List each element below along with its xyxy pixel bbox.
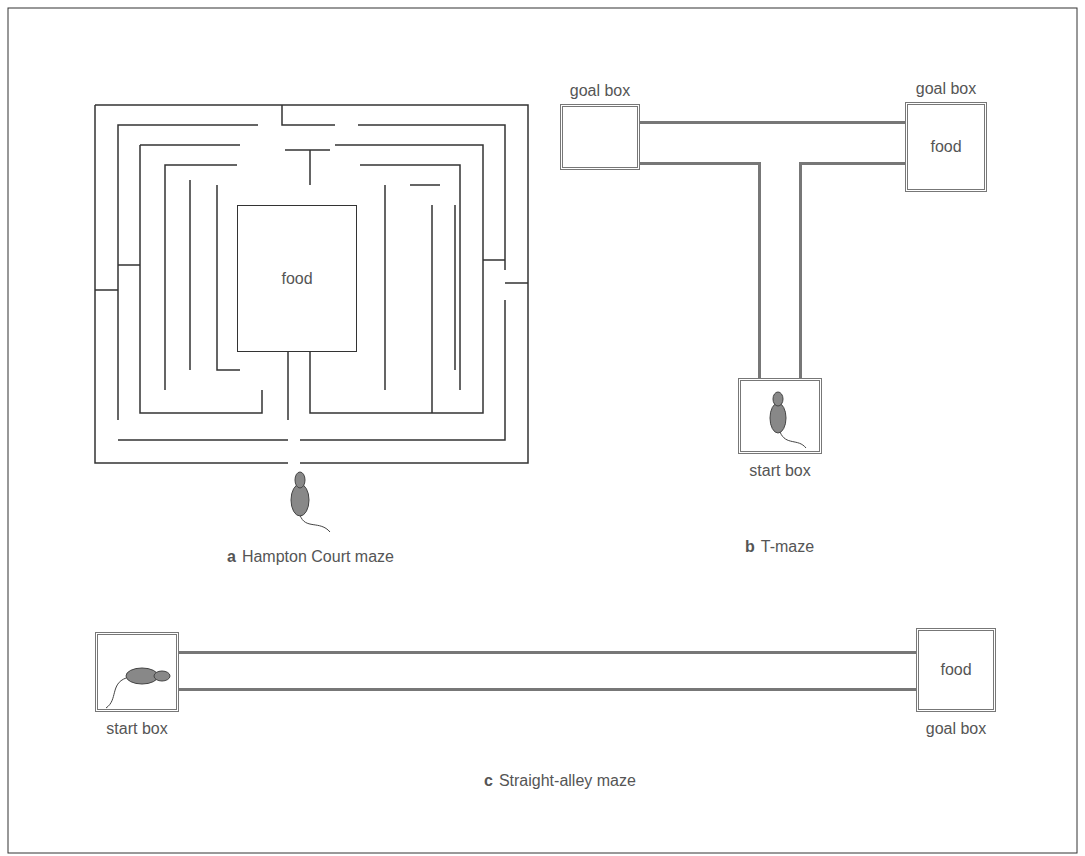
alley-corridor [179,654,916,688]
box-label: start box [106,719,167,739]
goal-box: goal box [560,104,640,170]
alley-corridor [780,143,905,378]
rat [106,668,170,708]
caption-text: T-maze [761,538,814,555]
box-label: food [281,269,312,289]
figure-caption: a Hampton Court maze [227,548,394,566]
box-label: food [940,660,971,680]
start-box: start box [95,632,179,712]
box-label: goal box [570,81,631,101]
panel-letter: b [745,538,755,555]
panel-letter: a [227,548,236,565]
caption-text: Straight-alley maze [499,772,636,789]
box-label: start box [749,461,810,481]
frame [8,8,1077,853]
box-label: goal box [916,79,977,99]
hampton-maze-walls [95,105,528,463]
rat [291,472,330,532]
alley-corridor [780,143,905,378]
figure-caption: b T-maze [745,538,814,556]
box-label: goal box [926,719,987,739]
alley-corridor [179,651,916,691]
alley-corridor [640,143,780,378]
box-label: food [930,137,961,157]
panel-letter: c [484,772,493,789]
caption-text: Hampton Court maze [242,548,394,565]
food-chamber: food [237,205,357,352]
goal-box: goal boxfood [905,102,987,192]
goal-box: foodgoal box [916,628,996,712]
start-box: start box [738,378,822,454]
figure-caption: c Straight-alley maze [484,772,636,790]
rat [770,392,806,448]
